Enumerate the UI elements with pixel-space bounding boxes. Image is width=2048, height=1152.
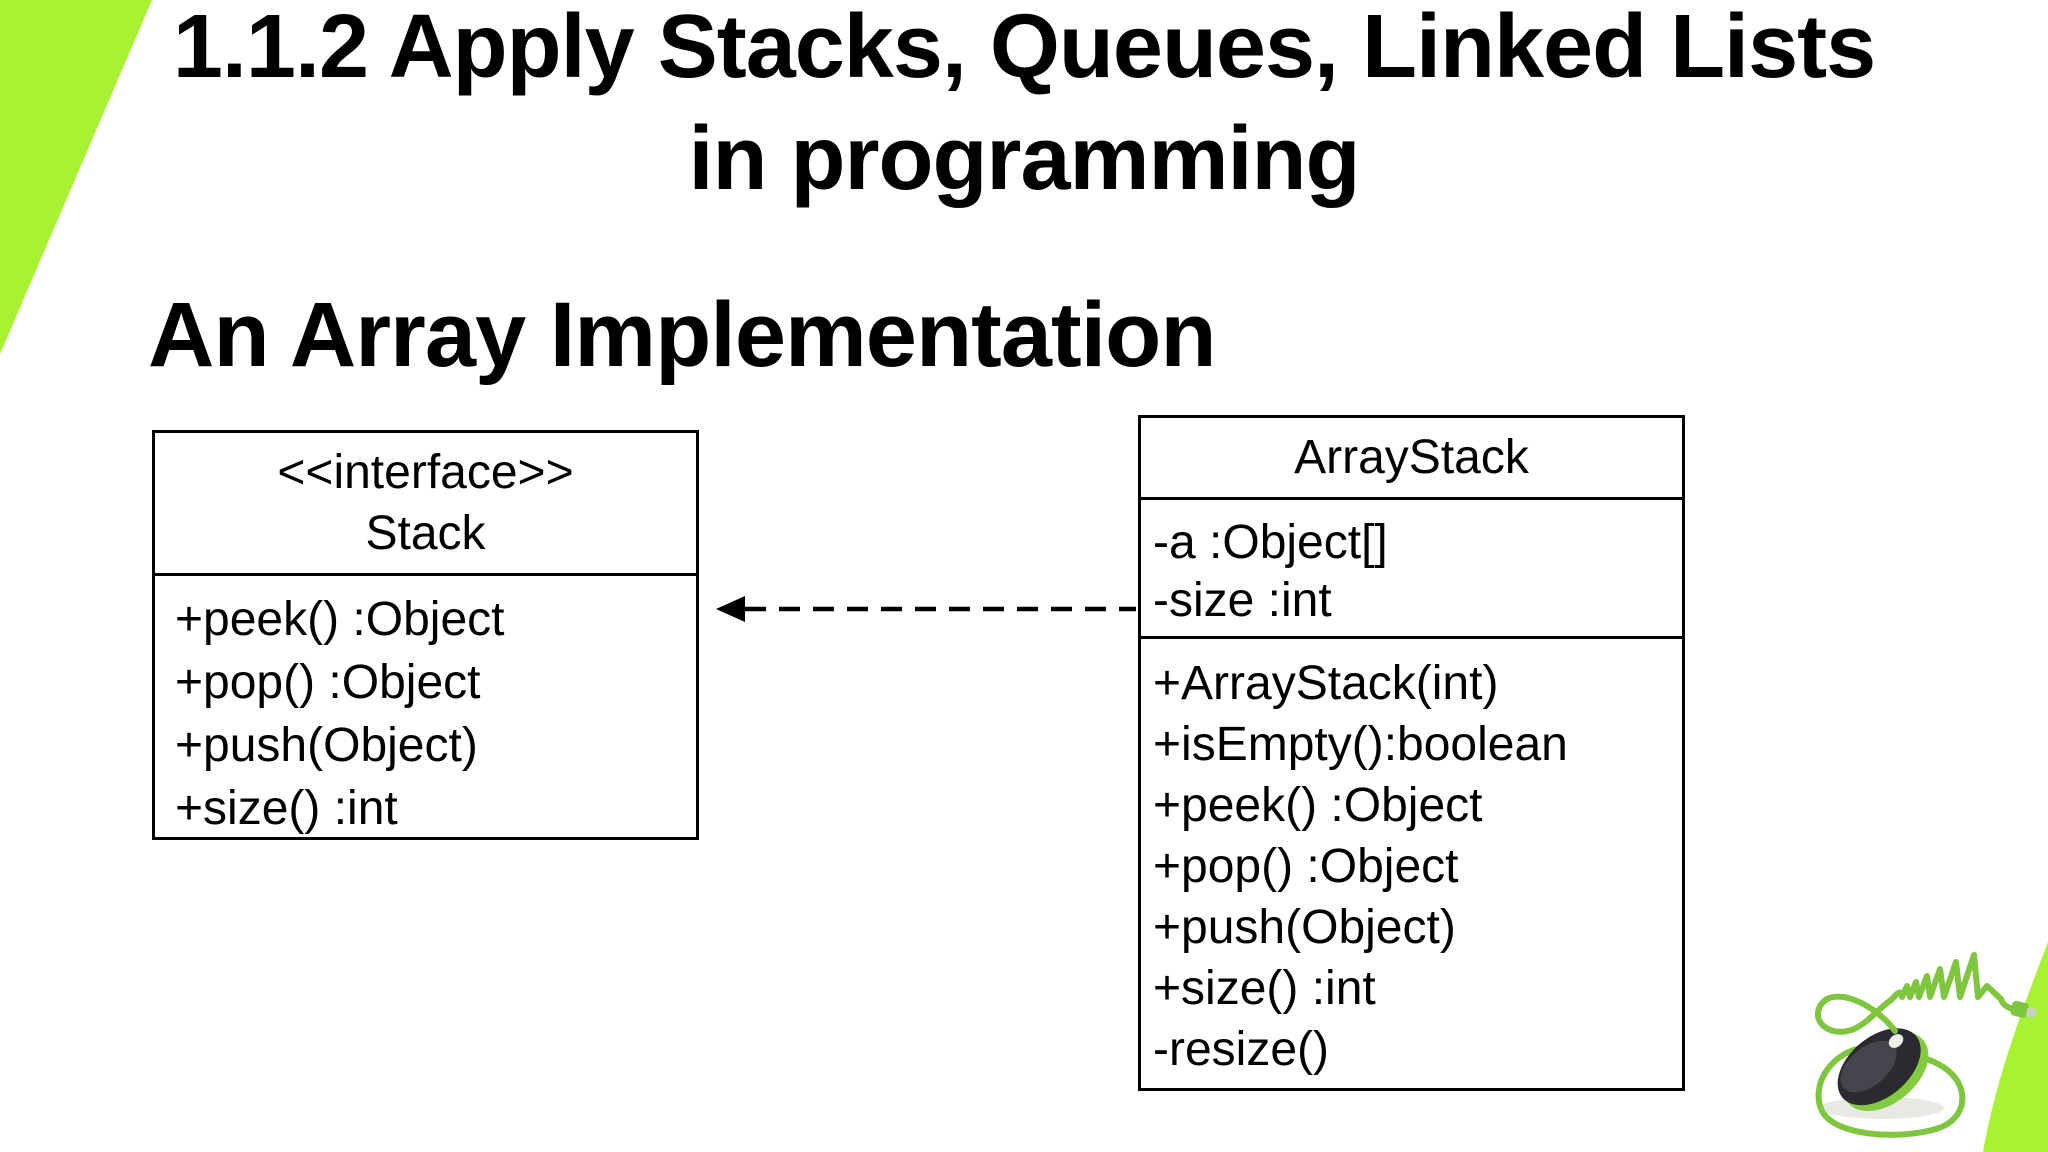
uml-class-box-arraystack: ArrayStack -a :Object[] -size :int +Arra… <box>1138 415 1685 1091</box>
uml-method-label: +size() :int <box>175 782 398 835</box>
stereotype-label: <<interface>> <box>277 446 574 499</box>
uml-method-label: +peek() :Object <box>1153 779 1483 832</box>
slide-title-line2: in programming <box>688 109 1360 209</box>
uml-attributes-arraystack: -a :Object[] -size :int <box>1141 500 1682 639</box>
uml-method-label: +peek() :Object <box>175 593 505 646</box>
mouse-body <box>1837 1028 1929 1112</box>
scroll-wheel <box>1888 1034 1904 1048</box>
uml-attribute-label: -a :Object[] <box>1153 516 1388 569</box>
mouse-cable-logo <box>1815 952 2037 1138</box>
uml-method-label: +ArrayStack(int) <box>1153 657 1499 710</box>
uml-method-label: -resize() <box>1153 1023 1329 1076</box>
green-wedge-bottom-right <box>1983 942 2048 1152</box>
arrowhead-icon <box>716 596 745 622</box>
usb-plug <box>2010 1000 2037 1018</box>
slide-title-line1: 1.1.2 Apply Stacks, Queues, Linked Lists <box>172 0 1876 97</box>
uml-methods-arraystack: +ArrayStack(int) +isEmpty():boolean +pee… <box>1141 639 1682 1088</box>
uml-method-label: +pop() :Object <box>1153 840 1459 893</box>
uml-method-label: +push(Object) <box>175 719 478 772</box>
uml-method-label: +pop() :Object <box>175 656 481 709</box>
uml-class-box-stack-interface: <<interface>> Stack +peek() :Object +pop… <box>152 430 699 840</box>
slide-title: 1.1.2 Apply Stacks, Queues, Linked Lists… <box>0 0 2048 215</box>
uml-method-label: +isEmpty():boolean <box>1153 718 1568 771</box>
uml-header-stack: <<interface>> Stack <box>155 433 696 576</box>
interface-name: Stack <box>365 507 486 560</box>
class-name: ArrayStack <box>1294 431 1529 484</box>
uml-header-arraystack: ArrayStack <box>1141 418 1682 500</box>
uml-attribute-label: -size :int <box>1153 574 1332 627</box>
section-heading: An Array Implementation <box>148 284 1217 386</box>
uml-method-label: +size() :int <box>1153 962 1376 1015</box>
uml-method-label: +push(Object) <box>1153 901 1456 954</box>
uml-methods-stack: +peek() :Object +pop() :Object +push(Obj… <box>155 576 696 840</box>
